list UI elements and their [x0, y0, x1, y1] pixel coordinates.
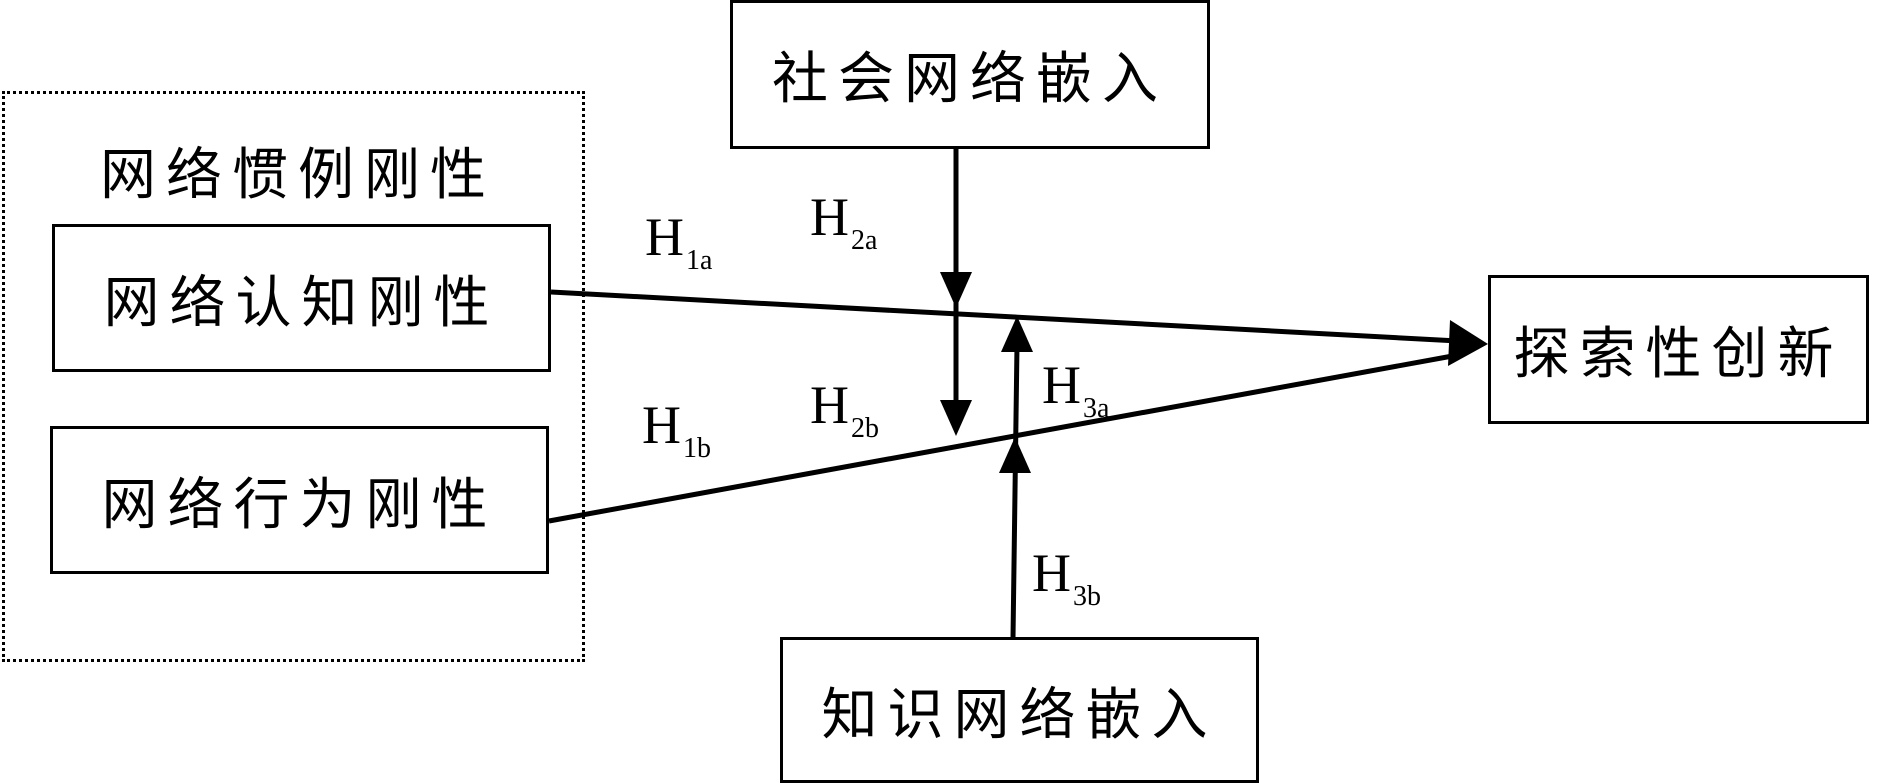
network-routine-rigidity-group	[2, 91, 585, 662]
hypothesis-h2b: H2b	[810, 375, 879, 443]
arrowhead-h1a	[1448, 320, 1488, 366]
h2b-main: H	[810, 375, 849, 435]
h3b-main: H	[1032, 543, 1071, 603]
arrow-h1b	[548, 352, 1459, 524]
h2b-sub: 2b	[851, 413, 879, 444]
hypothesis-h1a: H1a	[645, 207, 712, 275]
node-exploratory-innovation: 探索性创新	[1488, 275, 1869, 424]
node-cognitive-rigidity: 网络认知刚性	[52, 224, 551, 372]
arrow-h3	[1010, 344, 1020, 639]
arrowhead-h3b	[999, 437, 1031, 473]
h1a-sub: 1a	[686, 245, 713, 276]
h1b-sub: 1b	[683, 433, 711, 464]
arrowhead-h2a	[940, 272, 972, 308]
node-social-embedding: 社会网络嵌入	[730, 0, 1210, 149]
hypothesis-h2a: H2a	[810, 187, 877, 255]
node-knowledge-embedding: 知识网络嵌入	[780, 637, 1259, 783]
h2a-main: H	[810, 187, 849, 247]
hypothesis-h1b: H1b	[642, 395, 711, 463]
h1a-main: H	[645, 207, 684, 267]
hypothesis-h3b: H3b	[1032, 543, 1101, 611]
node-behavioral-rigidity: 网络行为刚性	[50, 426, 549, 574]
h3b-sub: 3b	[1073, 581, 1101, 612]
h1b-main: H	[642, 395, 681, 455]
arrow-h1a	[550, 289, 1459, 344]
h3a-sub: 3a	[1083, 393, 1110, 424]
h2a-sub: 2a	[851, 225, 878, 256]
hypothesis-h3a: H3a	[1042, 355, 1109, 423]
group-title: 网络惯例刚性	[100, 143, 496, 208]
arrowhead-h3a	[1001, 316, 1033, 352]
h3a-main: H	[1042, 355, 1081, 415]
arrowhead-h2b	[940, 400, 972, 436]
